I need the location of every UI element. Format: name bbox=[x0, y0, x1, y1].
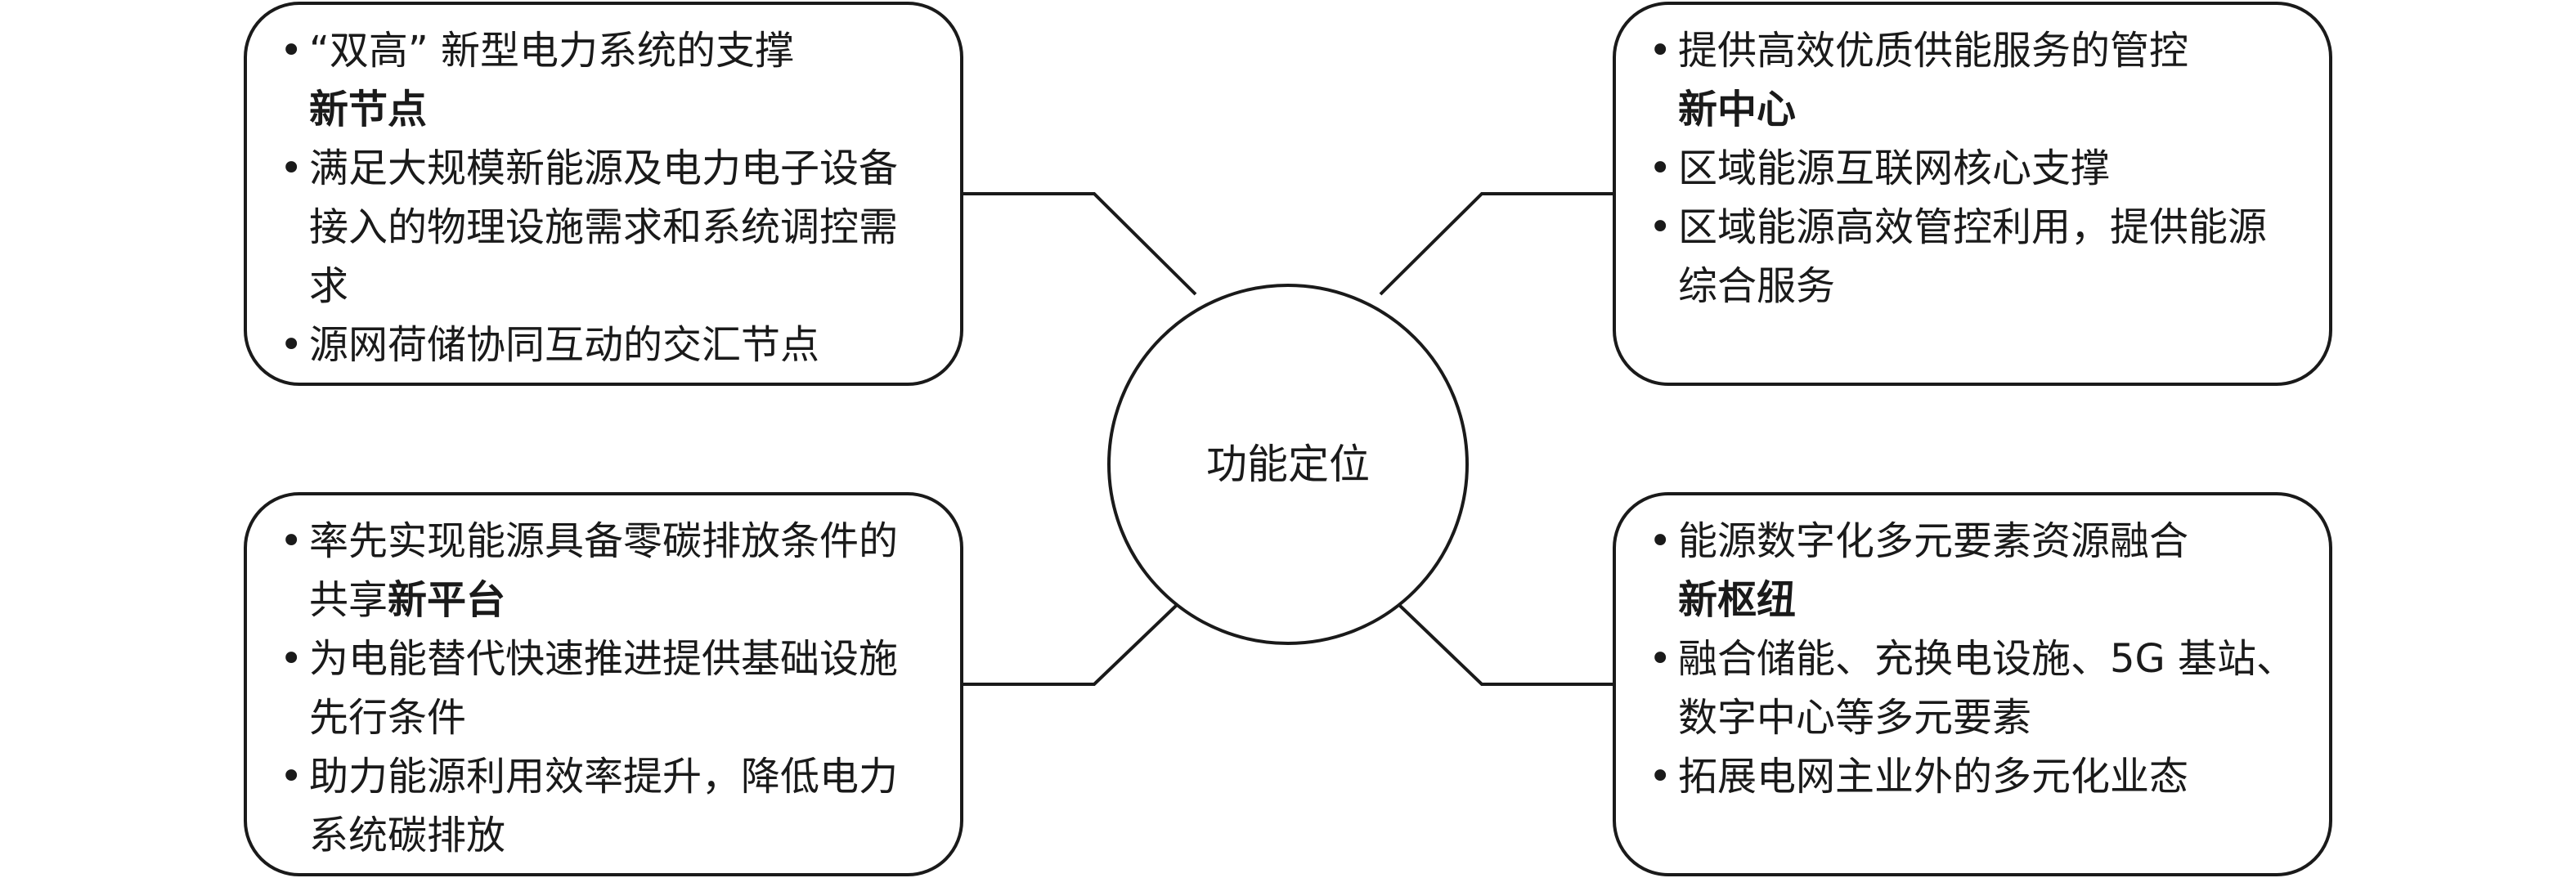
box-bottom-right-new-hub: • 能源数字化多元要素资源融合 新枢纽 • 融合储能、充换电设施、5G 基站、数… bbox=[1613, 492, 2332, 876]
bullet-list: • 率先实现能源具备零碳排放条件的共享新平台 • 为电能替代快速推进提供基础设施… bbox=[280, 512, 927, 865]
item-text: 提供高效优质供能服务的管控 bbox=[1678, 28, 2189, 74]
box-top-right-new-center: • 提供高效优质供能服务的管控 新中心 • 区域能源互联网核心支撑 • 区域能源… bbox=[1613, 2, 2332, 386]
list-item: • 融合储能、充换电设施、5G 基站、数字中心等多元要素 bbox=[1649, 629, 2296, 747]
item-text: 能源数字化多元要素资源融合 bbox=[1678, 518, 2189, 564]
item-text: 融合储能、充换电设施、5G 基站、数字中心等多元要素 bbox=[1678, 636, 2296, 741]
bullet-list: • “双高” 新型电力系统的支撑 新节点 • 满足大规模新能源及电力电子设备接入… bbox=[280, 21, 927, 374]
bullet-icon: • bbox=[1649, 204, 1672, 250]
item-text: 满足大规模新能源及电力电子设备接入的物理设施需求和系统调控需求 bbox=[309, 146, 899, 309]
list-item: • 能源数字化多元要素资源融合 新枢纽 bbox=[1649, 512, 2296, 629]
list-item: • 助力能源利用效率提升，降低电力系统碳排放 bbox=[280, 747, 927, 865]
bullet-icon: • bbox=[280, 28, 303, 74]
bullet-list: • 能源数字化多元要素资源融合 新枢纽 • 融合储能、充换电设施、5G 基站、数… bbox=[1649, 512, 2296, 806]
item-text: 拓展电网主业外的多元化业态 bbox=[1678, 754, 2189, 800]
connector-bottom-left bbox=[963, 585, 1197, 686]
item-text: 率先实现能源具备零碳排放条件的共享 bbox=[309, 518, 899, 623]
box-bottom-left-new-platform: • 率先实现能源具备零碳排放条件的共享新平台 • 为电能替代快速推进提供基础设施… bbox=[244, 492, 963, 876]
list-item: • 拓展电网主业外的多元化业态 bbox=[1649, 747, 2296, 806]
list-item: • 源网荷储协同互动的交汇节点 bbox=[280, 316, 927, 374]
item-highlight: 新枢纽 bbox=[1678, 577, 1797, 623]
list-item: • 率先实现能源具备零碳排放条件的共享新平台 bbox=[280, 512, 927, 629]
item-highlight: 新中心 bbox=[1678, 87, 1797, 132]
list-item: • “双高” 新型电力系统的支撑 新节点 bbox=[280, 21, 927, 139]
item-text: 区域能源高效管控利用，提供能源综合服务 bbox=[1678, 204, 2268, 309]
bullet-icon: • bbox=[1649, 636, 1672, 682]
connector-top-right bbox=[1379, 192, 1613, 296]
bullet-icon: • bbox=[280, 322, 303, 368]
item-text: “双高” 新型电力系统的支撑 bbox=[309, 28, 794, 74]
bullet-list: • 提供高效优质供能服务的管控 新中心 • 区域能源互联网核心支撑 • 区域能源… bbox=[1649, 21, 2296, 316]
center-node: 功能定位 bbox=[1107, 284, 1469, 645]
bullet-icon: • bbox=[280, 754, 303, 800]
center-label: 功能定位 bbox=[1206, 441, 1370, 488]
list-item: • 为电能替代快速推进提供基础设施先行条件 bbox=[280, 629, 927, 747]
item-text: 助力能源利用效率提升，降低电力系统碳排放 bbox=[309, 754, 899, 858]
item-text: 为电能替代快速推进提供基础设施先行条件 bbox=[309, 636, 899, 741]
item-text: 区域能源互联网核心支撑 bbox=[1678, 146, 2111, 191]
item-text: 源网荷储协同互动的交汇节点 bbox=[309, 322, 820, 368]
bullet-icon: • bbox=[1649, 28, 1672, 74]
connector-bottom-right bbox=[1379, 585, 1613, 686]
bullet-icon: • bbox=[1649, 754, 1672, 800]
bullet-icon: • bbox=[1649, 518, 1672, 564]
list-item: • 提供高效优质供能服务的管控 新中心 bbox=[1649, 21, 2296, 139]
bullet-icon: • bbox=[280, 146, 303, 191]
connector-top-left bbox=[963, 192, 1197, 296]
item-highlight: 新平台 bbox=[388, 577, 506, 623]
bullet-icon: • bbox=[280, 636, 303, 682]
bullet-icon: • bbox=[280, 518, 303, 564]
item-highlight: 新节点 bbox=[309, 87, 428, 132]
bullet-icon: • bbox=[1649, 146, 1672, 191]
list-item: • 区域能源互联网核心支撑 bbox=[1649, 139, 2296, 198]
box-top-left-new-node: • “双高” 新型电力系统的支撑 新节点 • 满足大规模新能源及电力电子设备接入… bbox=[244, 2, 963, 386]
list-item: • 满足大规模新能源及电力电子设备接入的物理设施需求和系统调控需求 bbox=[280, 139, 927, 316]
list-item: • 区域能源高效管控利用，提供能源综合服务 bbox=[1649, 198, 2296, 316]
